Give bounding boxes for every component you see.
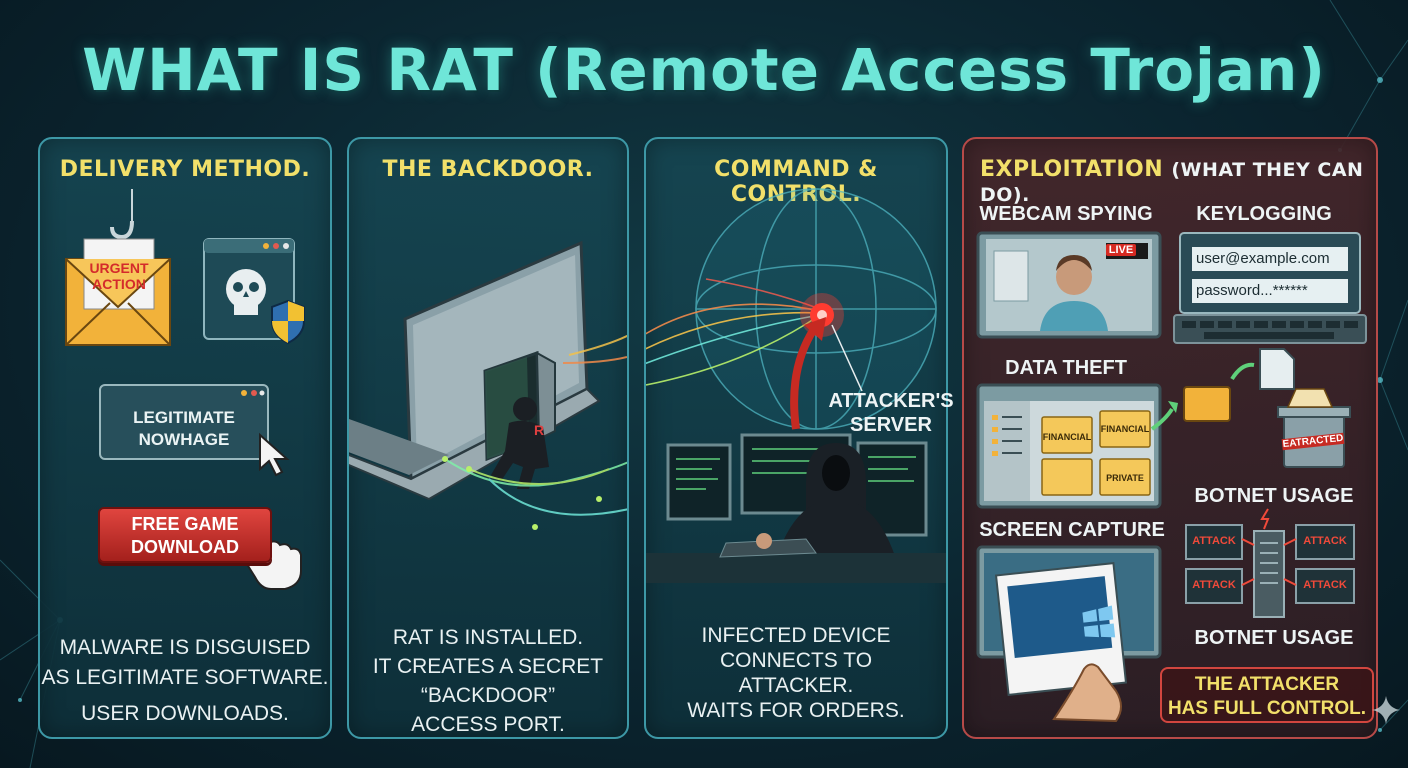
keylog-password-field: password...****** — [1196, 282, 1308, 299]
cursor-icon — [259, 432, 290, 477]
keyboard-icon — [719, 538, 817, 558]
attack-label-4: ATTACK — [1303, 579, 1347, 591]
exploitation-illustration — [976, 231, 1367, 723]
trash-bin-icon — [1277, 388, 1351, 468]
free-game-download-button[interactable]: FREE GAME DOWNLOAD — [98, 507, 272, 563]
folder-icon — [1183, 386, 1231, 422]
phishing-envelope-icon — [65, 238, 171, 346]
keylog-email-field: user@example.com — [1196, 250, 1330, 267]
full-control-note: THE ATTACKER HAS FULL CONTROL. — [1160, 667, 1374, 723]
keylogging-label: KEYLOGGING — [1196, 203, 1332, 225]
fishing-hook-icon — [110, 189, 134, 240]
panel-exploitation: EXPLOITATION (WHAT THEY CAN DO). WEBCAM … — [962, 137, 1378, 739]
botnet-usage-label-top: BOTNET USAGE — [1194, 485, 1354, 507]
botnet-icon — [1185, 508, 1355, 618]
hand-icon — [1052, 663, 1122, 723]
webcam-view-icon — [976, 231, 1162, 339]
attack-label-1: ATTACK — [1192, 535, 1236, 547]
folder-financial-2: FINANCIAL — [1100, 424, 1150, 434]
shield-icon — [271, 299, 305, 345]
laptop-icon — [349, 240, 601, 501]
backdoor-description: RAT IS INSTALLED. IT CREATES A SECRET “B… — [372, 626, 604, 736]
sparkle-icon — [1372, 696, 1400, 724]
command-control-description: INFECTED DEVICE CONNECTS TO ATTACKER. WA… — [687, 624, 905, 722]
folder-private: PRIVATE — [1106, 473, 1144, 483]
attack-label-3: ATTACK — [1192, 579, 1236, 591]
panel-command-control: COMMAND & CONTROL. — [644, 137, 954, 739]
screen-capture-icon — [976, 545, 1162, 696]
panel-heading: DELIVERY METHOD. — [59, 157, 311, 182]
document-icon — [1259, 348, 1295, 390]
command-control-illustration — [646, 188, 946, 583]
live-badge: LIVE — [1106, 244, 1136, 256]
legitimate-software-button[interactable]: LEGITIMATE NOWHAGE — [133, 408, 235, 449]
intruder-badge: R — [533, 422, 545, 438]
panel-heading: THE BACKDOOR. — [382, 157, 594, 182]
attacker-server-label: ATTACKER'S SERVER — [828, 390, 954, 436]
delivery-description: MALWARE IS DISGUISED AS LEGITIMATE SOFTW… — [41, 636, 329, 725]
page-title: WHAT IS RAT (Remote Access Trojan) — [82, 36, 1326, 104]
intruder-figure-icon — [491, 397, 549, 489]
delivery-illustration — [65, 189, 305, 590]
panel-heading: COMMAND & CONTROL. — [714, 157, 878, 207]
data-theft-label: DATA THEFT — [1005, 357, 1127, 379]
exploitation-title: EXPLOITATION — [980, 157, 1164, 182]
panel-delivery-method: DELIVERY METHOD. — [38, 137, 332, 739]
botnet-usage-label-bottom: BOTNET USAGE — [1194, 627, 1354, 649]
keylogging-screen-icon — [1173, 232, 1367, 344]
file-explorer-icon — [976, 383, 1162, 509]
webcam-spying-label: WEBCAM SPYING — [979, 203, 1153, 225]
folder-financial-1: FINANCIAL — [1042, 432, 1092, 442]
exploitation-subtitle: (WHAT THEY CAN DO). — [980, 159, 1364, 206]
panel-heading: EXPLOITATION (WHAT THEY CAN DO). — [980, 157, 1392, 207]
envelope-urgent-text: URGENT ACTION — [89, 260, 149, 292]
attack-label-2: ATTACK — [1303, 535, 1347, 547]
screen-capture-label: SCREEN CAPTURE — [979, 519, 1165, 541]
panel-the-backdoor: THE BACKDOOR. R — [347, 137, 629, 739]
backdoor-illustration — [349, 240, 627, 530]
